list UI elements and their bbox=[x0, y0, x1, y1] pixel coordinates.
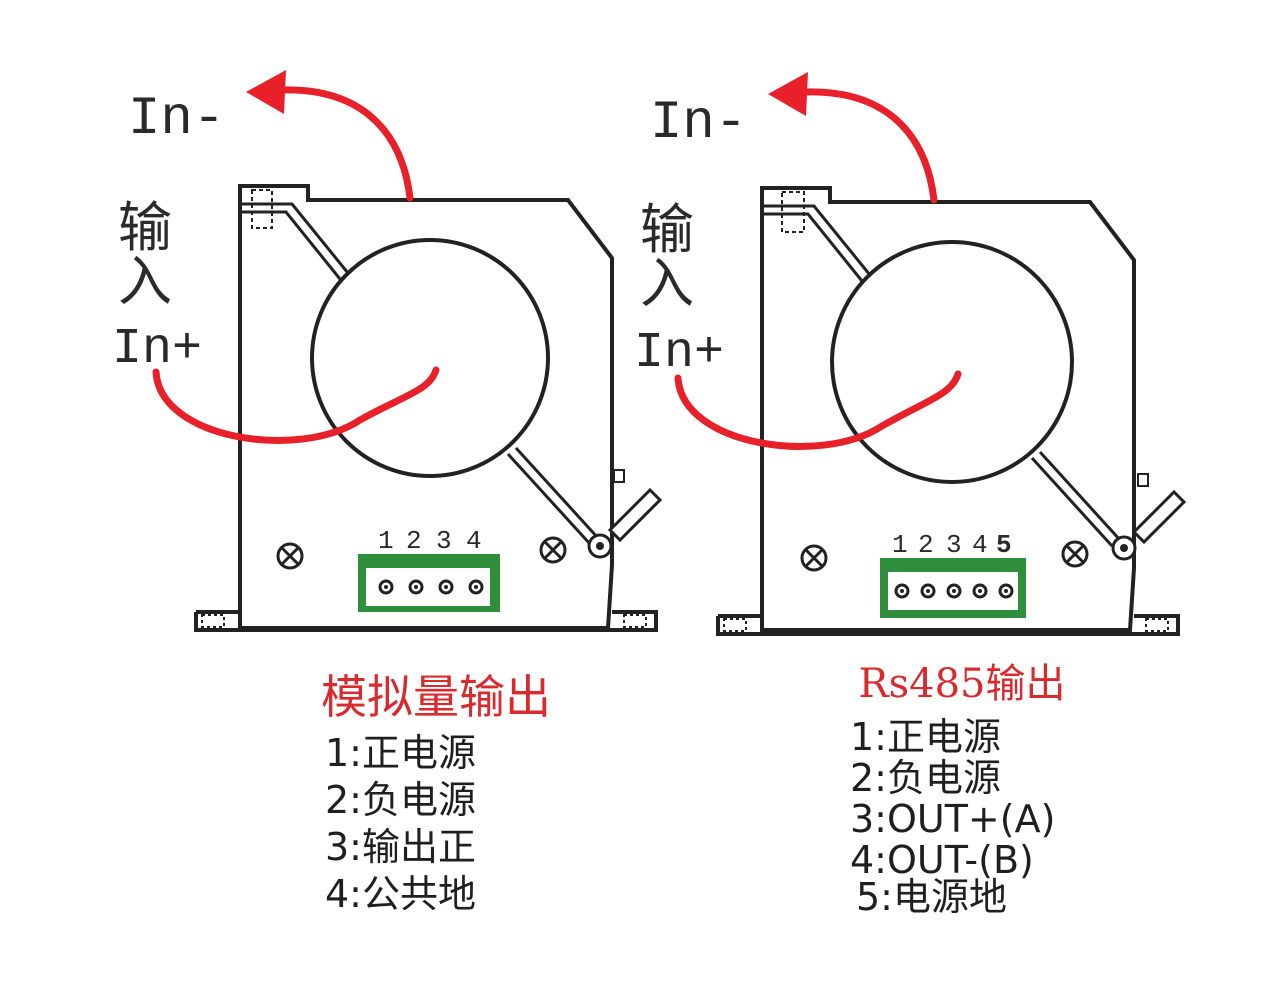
left-label-in: In+ bbox=[112, 321, 202, 378]
right-pin-legend: 2:负电源 bbox=[850, 756, 1001, 800]
right-arrowhead-icon bbox=[768, 72, 808, 116]
right-sensor-body bbox=[760, 186, 1136, 632]
right-input-char: 输 bbox=[640, 198, 694, 261]
right-pin-number: 2 bbox=[918, 530, 934, 560]
right-sensor: 1 2 3 4 5 In- 输 入 In+ Rs485输出 1:正电源 2:负电… bbox=[634, 72, 1187, 919]
left-pin-legend: 2:负电源 bbox=[325, 778, 476, 822]
left-pin-number: 3 bbox=[436, 526, 452, 556]
left-input-char: 输 bbox=[118, 196, 172, 259]
right-sensor-window bbox=[830, 240, 1074, 484]
right-screw-icon-2 bbox=[1061, 540, 1089, 568]
right-input-char: 入 bbox=[640, 252, 694, 315]
left-sensor-body bbox=[238, 184, 614, 630]
right-label-out: In- bbox=[650, 93, 747, 154]
right-label-in: In+ bbox=[634, 325, 724, 382]
right-pin-number: 1 bbox=[892, 530, 908, 560]
right-current-arrow-out bbox=[802, 88, 938, 204]
left-pin-legend: 3:输出正 bbox=[325, 825, 476, 869]
left-screw-icon bbox=[276, 542, 304, 570]
right-pin-number: 4 bbox=[972, 530, 988, 560]
right-pin-legend: 3:OUT+(A) bbox=[850, 797, 1055, 841]
right-caption: Rs485输出 bbox=[859, 661, 1066, 707]
right-screw-icon bbox=[800, 544, 828, 572]
right-base-flange bbox=[716, 614, 1180, 636]
right-pin-legend: 1:正电源 bbox=[850, 715, 1001, 759]
left-current-arrow-out bbox=[278, 86, 414, 202]
right-pin-number: 3 bbox=[946, 530, 962, 560]
left-input-char: 入 bbox=[118, 250, 172, 313]
left-pin-number: 1 bbox=[378, 526, 394, 556]
left-pin-legend: 4:公共地 bbox=[325, 872, 476, 916]
left-label-out: In- bbox=[128, 89, 225, 150]
right-terminal-block bbox=[880, 558, 1026, 618]
left-sensor: 1 2 3 4 In- 输 入 In+ 模拟量输出 1:正电源 2:负电源 3:… bbox=[112, 70, 663, 916]
left-pin-number: 2 bbox=[406, 526, 422, 556]
left-screw-icon-2 bbox=[539, 536, 567, 564]
left-caption: 模拟量输出 bbox=[321, 670, 551, 724]
left-pin-legend: 1:正电源 bbox=[325, 731, 476, 775]
left-base-flange bbox=[194, 610, 658, 632]
left-sensor-window bbox=[310, 238, 550, 478]
right-pin-legend: 5:电源地 bbox=[856, 875, 1007, 919]
right-current-arrow-in bbox=[674, 370, 962, 450]
left-current-arrow-in bbox=[152, 366, 440, 444]
right-pin-number: 5 bbox=[996, 530, 1012, 560]
right-pin-legend: 4:OUT-(B) bbox=[850, 838, 1034, 882]
left-pin-number: 4 bbox=[466, 526, 482, 556]
left-arrowhead-icon bbox=[246, 70, 286, 114]
left-terminal-block bbox=[358, 554, 500, 612]
